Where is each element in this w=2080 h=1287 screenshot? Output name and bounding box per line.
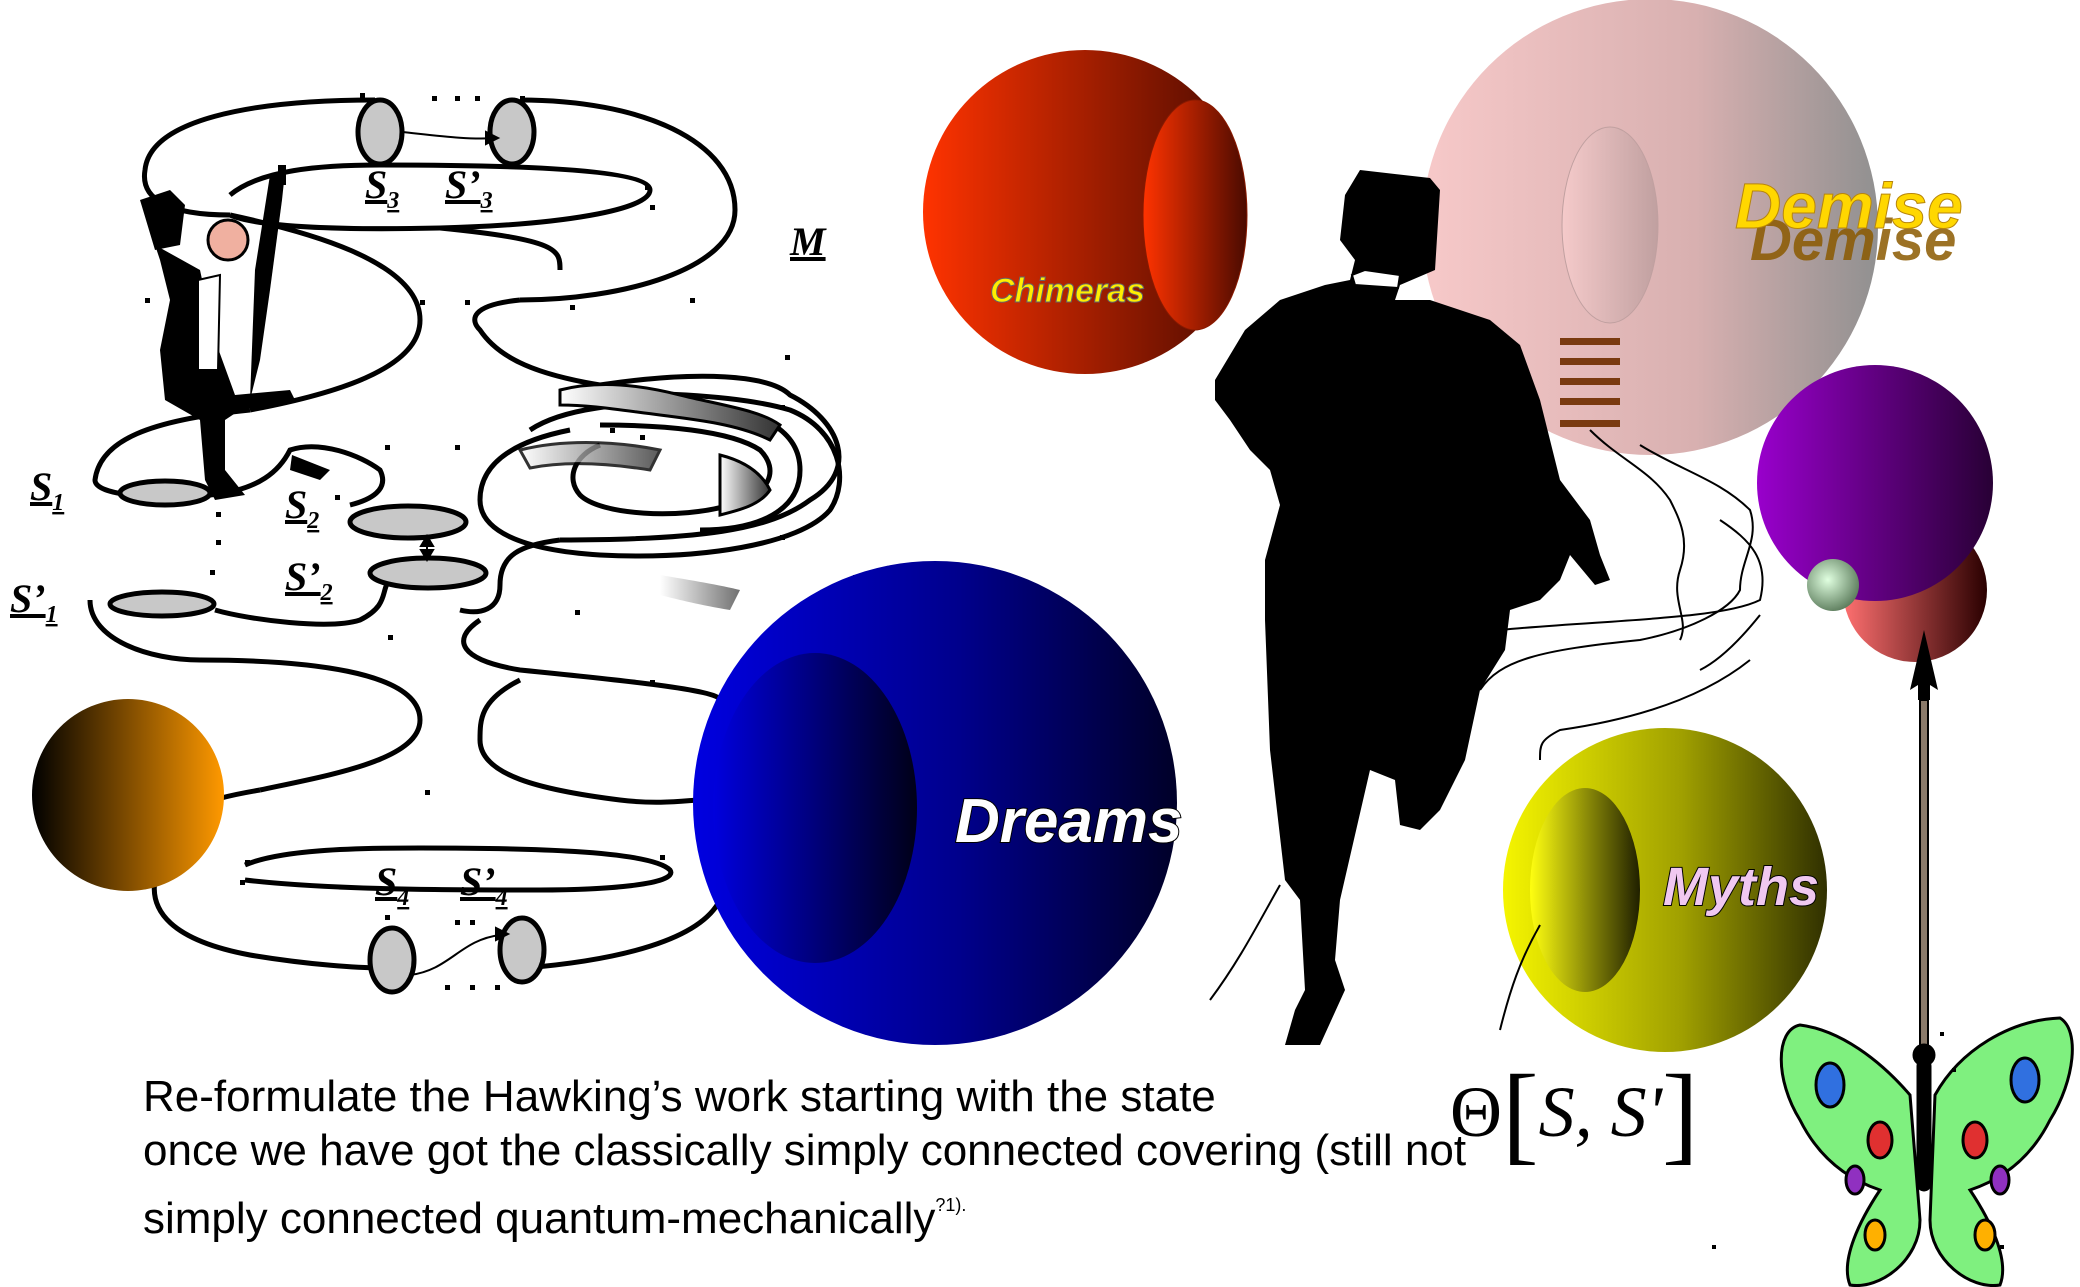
surface-s3-disc	[358, 100, 402, 164]
surface-s4prime-disc	[500, 918, 544, 982]
surface-s2-disc	[350, 506, 466, 538]
sphere-dreams-label: Dreams	[955, 787, 1182, 856]
sphere-myths-label: Myths	[1663, 857, 1819, 917]
surface-label-s4: S4	[375, 859, 409, 911]
surface-s2prime-disc	[370, 558, 486, 588]
surface-label-s4prime: S’4	[460, 859, 508, 911]
surface-s1-disc	[120, 481, 210, 505]
surface-label-s2prime: S’2	[285, 554, 333, 606]
sphere-myths: Myths	[1503, 728, 1827, 1052]
purple-sphere	[1757, 365, 1993, 601]
surface-label-s2: S2	[285, 482, 319, 534]
surface-label-s1prime: S’1	[10, 576, 58, 628]
caption-line-1: Re-formulate the Hawking’s work starting…	[143, 1070, 1643, 1124]
surface-s1prime-disc	[110, 592, 214, 616]
surface-label-s1: S1	[30, 464, 64, 516]
sphere-chimeras-label: Chimeras	[990, 272, 1145, 310]
formula-right-bracket: ]	[1662, 1052, 1699, 1174]
butterfly	[1781, 1018, 2072, 1286]
manifold-label-m: M	[789, 219, 827, 264]
caption-line-3: simply connected quantum-mechanically?1)…	[143, 1178, 1643, 1246]
sphere-chimeras: Chimeras	[923, 50, 1247, 374]
caption-footnote: ?1).	[935, 1195, 966, 1215]
mint-sphere	[1807, 559, 1859, 611]
surface-s3prime-disc	[490, 100, 534, 164]
sphere-dreams: Dreams	[693, 561, 1182, 1045]
surface-label-s3prime: S’3	[445, 162, 493, 214]
caption-line-3-text: simply connected quantum-mechanically	[143, 1194, 935, 1243]
surface-label-s3: S3	[365, 162, 399, 214]
orange-sphere	[32, 699, 224, 891]
sphere-demise-label: Demise	[1735, 170, 1963, 242]
caption-text: Re-formulate the Hawking’s work starting…	[143, 1070, 1643, 1246]
surface-s4-disc	[370, 928, 414, 992]
arrow-stick	[1910, 630, 1938, 1080]
caption-line-2: once we have got the classically simply …	[143, 1124, 1643, 1178]
